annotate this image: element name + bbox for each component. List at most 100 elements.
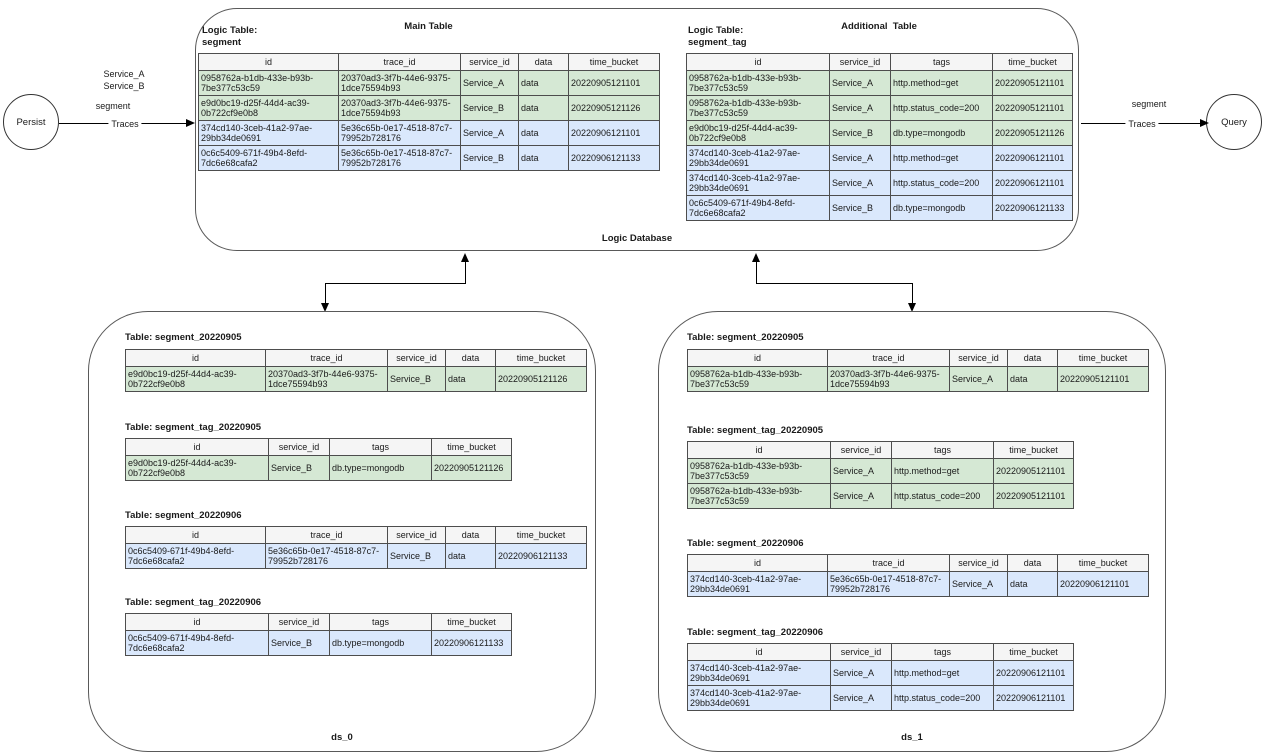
column-header: time_bucket	[1057, 349, 1149, 367]
ds0-connector-down-arrowhead-icon	[321, 303, 329, 312]
ds0-connector-up-arrowhead-icon	[461, 253, 469, 262]
table-cell: 0c6c5409-671f-49b4-8efd-7dc6e68cafa2	[686, 195, 830, 221]
column-header: service_id	[387, 526, 446, 544]
table-cell: db.type=mongodb	[329, 455, 432, 481]
column-header: tags	[891, 441, 994, 459]
table-cell: 20370ad3-3f7b-44e6-9375-1dce75594b93	[338, 70, 461, 96]
table-cell: Service_B	[829, 120, 891, 146]
table-cell: 20220906121101	[993, 660, 1074, 686]
table-title: Table: segment_20220905	[125, 332, 242, 343]
ds0-connector-line	[325, 283, 326, 304]
ds1-connector-line	[756, 283, 913, 284]
table-cell: 20220906121133	[495, 543, 587, 569]
table-title: Table: segment_tag_20220906	[125, 597, 262, 608]
column-header: time_bucket	[568, 53, 660, 71]
table-title: Table: segment_20220906	[125, 510, 242, 521]
persist-table-label: segment	[95, 101, 131, 111]
column-header: id	[687, 643, 831, 661]
table-cell: 0c6c5409-671f-49b4-8efd-7dc6e68cafa2	[125, 543, 266, 569]
ds1-connector-line	[912, 283, 913, 304]
table-cell: 0958762a-b1db-433e-b93b-7be377c53c59	[686, 95, 830, 121]
persist-node: Persist	[3, 94, 59, 150]
table-cell: db.type=mongodb	[329, 630, 432, 656]
persist-arrowhead-icon	[186, 119, 195, 127]
table-cell: Service_B	[387, 543, 446, 569]
column-header: id	[125, 438, 269, 456]
table-cell: data	[445, 366, 496, 392]
table-cell: Service_A	[829, 70, 891, 96]
table-cell: db.type=mongodb	[890, 120, 993, 146]
table-cell: data	[518, 145, 569, 171]
column-header: time_bucket	[1057, 554, 1149, 572]
column-header: id	[198, 53, 339, 71]
column-header: data	[445, 526, 496, 544]
query-table-label: segment	[1131, 99, 1167, 109]
column-header: service_id	[829, 53, 891, 71]
table-cell: 20220906121101	[993, 685, 1074, 711]
column-header: trace_id	[827, 349, 950, 367]
logic-database-label: Logic Database	[601, 233, 673, 244]
column-header: service_id	[830, 441, 892, 459]
table-title: Table: segment_tag_20220905	[687, 425, 824, 436]
table-cell: 374cd140-3ceb-41a2-97ae-29bb34de0691	[198, 120, 339, 146]
column-header: service_id	[268, 613, 330, 631]
table-cell: 20220905121101	[992, 95, 1073, 121]
table-cell: 374cd140-3ceb-41a2-97ae-29bb34de0691	[686, 145, 830, 171]
column-header: tags	[329, 438, 432, 456]
table-cell: data	[445, 543, 496, 569]
column-header: trace_id	[827, 554, 950, 572]
table-cell: e9d0bc19-d25f-44d4-ac39-0b722cf9e0b8	[125, 366, 266, 392]
column-header: time_bucket	[431, 438, 512, 456]
table-cell: data	[518, 120, 569, 146]
table-cell: Service_B	[460, 145, 519, 171]
column-header: tags	[890, 53, 993, 71]
table-cell: 20220905121126	[568, 95, 660, 121]
ds1-connector-up-arrowhead-icon	[752, 253, 760, 262]
table-cell: Service_A	[460, 70, 519, 96]
column-header: id	[125, 613, 269, 631]
persist-arrow-label: Traces	[108, 119, 142, 129]
table-cell: Service_B	[387, 366, 446, 392]
ds0-connector-line	[465, 260, 466, 283]
column-header: time_bucket	[495, 526, 587, 544]
table-cell: Service_A	[830, 660, 892, 686]
ds1-connector-line	[756, 260, 757, 283]
table-cell: 0958762a-b1db-433e-b93b-7be377c53c59	[687, 366, 828, 392]
query-arrow-label: Traces	[1125, 119, 1159, 129]
table-cell: 20370ad3-3f7b-44e6-9375-1dce75594b93	[827, 366, 950, 392]
table-cell: Service_B	[829, 195, 891, 221]
table-cell: 20220905121126	[992, 120, 1073, 146]
table-cell: 20220905121101	[568, 70, 660, 96]
table-cell: 20220906121133	[431, 630, 512, 656]
column-header: time_bucket	[993, 643, 1074, 661]
persist-services-label: Service_A Service_B	[103, 69, 145, 91]
column-header: id	[687, 441, 831, 459]
column-header: service_id	[949, 554, 1008, 572]
table-cell: 374cd140-3ceb-41a2-97ae-29bb34de0691	[686, 170, 830, 196]
table-cell: Service_A	[830, 685, 892, 711]
persist-node-label: Persist	[16, 116, 46, 128]
table-cell: 20220906121133	[992, 195, 1073, 221]
column-header: id	[687, 349, 828, 367]
table-cell: http.status_code=200	[890, 170, 993, 196]
